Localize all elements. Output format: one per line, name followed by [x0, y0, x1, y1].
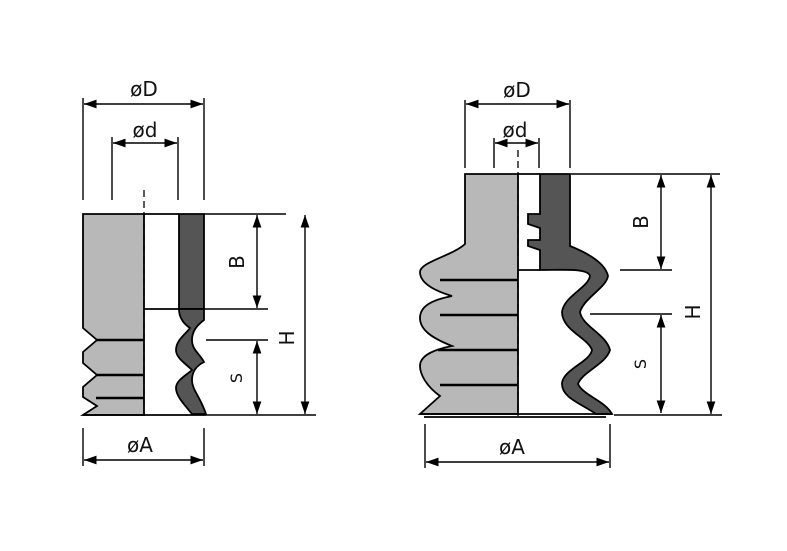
left-label-H: H — [275, 330, 299, 345]
left-label-S: S — [227, 373, 246, 383]
right-label-d: ød — [503, 118, 528, 142]
right-label-D: øD — [503, 78, 531, 102]
right-label-B: B — [629, 215, 653, 229]
left-dimensions: øD ød B S H øA — [82, 77, 316, 466]
left-label-A: øA — [127, 433, 153, 457]
left-label-D: øD — [130, 77, 158, 101]
right-cup-body-half — [417, 173, 519, 415]
right-dimensions: øD ød B S H øA — [424, 78, 722, 468]
left-label-d: ød — [133, 118, 158, 142]
right-cup-section-mount — [527, 173, 614, 415]
left-cup-section-mount — [178, 213, 205, 310]
right-label-S: S — [631, 359, 650, 369]
right-label-A: øA — [499, 435, 525, 459]
right-label-H: H — [681, 304, 705, 319]
left-cup-section-wall — [175, 308, 208, 415]
left-cup-body-half — [79, 213, 145, 416]
left-bellows-cup — [79, 190, 208, 416]
right-bellows-cup — [417, 150, 614, 418]
left-label-B: B — [225, 255, 249, 269]
